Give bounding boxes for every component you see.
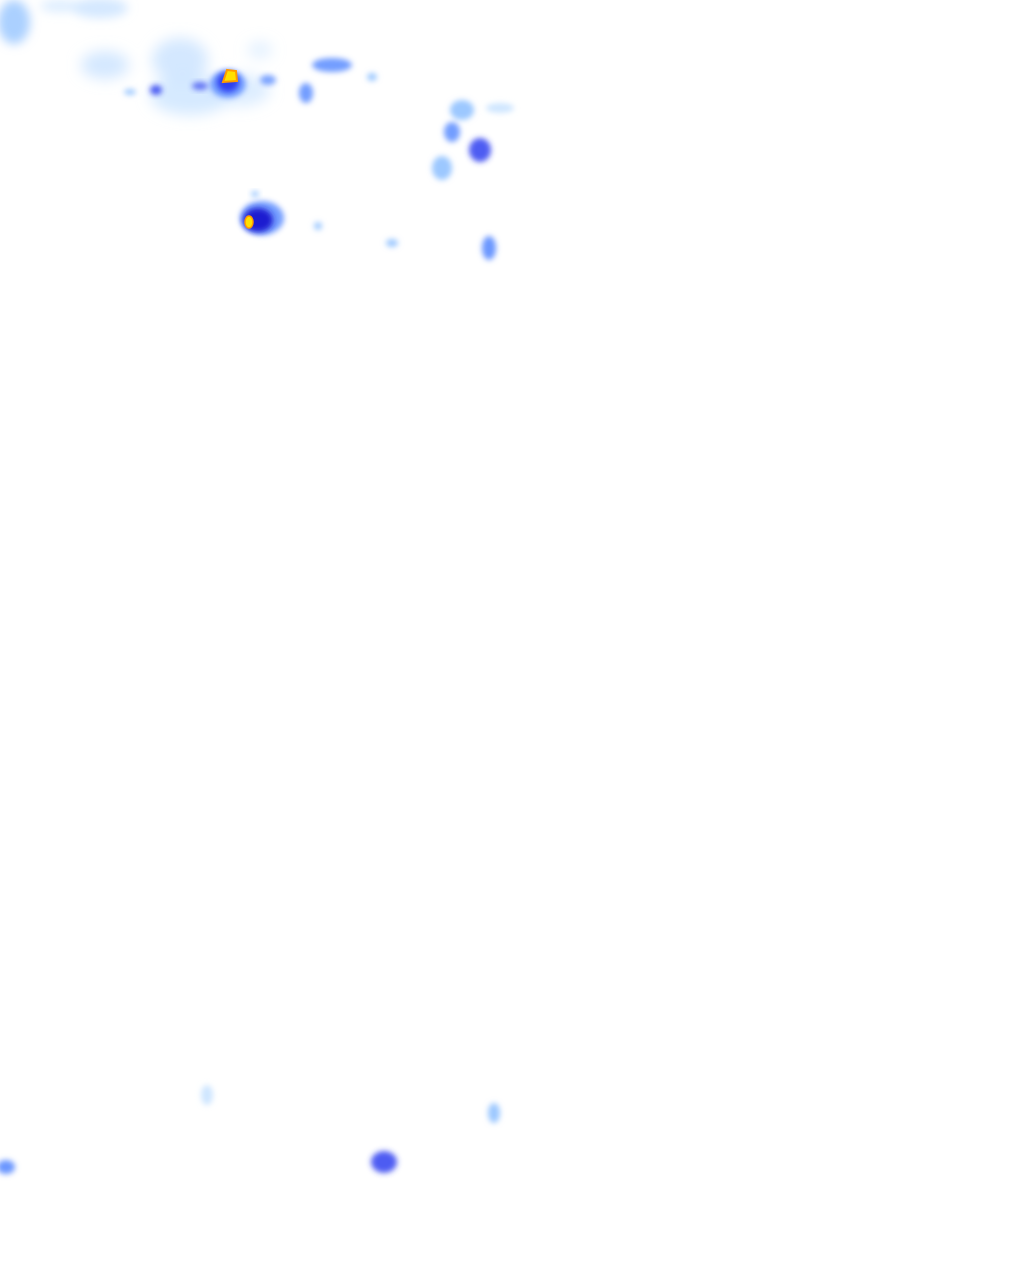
precip-cells-south [0, 1085, 500, 1174]
precip-cell-nw [0, 0, 128, 44]
precip-band-north [81, 38, 272, 115]
precip-cluster-east [314, 100, 514, 260]
precip-cells-east [124, 58, 377, 103]
precip-cell-intense-south [240, 191, 284, 235]
precip-cell-intense-north [150, 68, 276, 98]
